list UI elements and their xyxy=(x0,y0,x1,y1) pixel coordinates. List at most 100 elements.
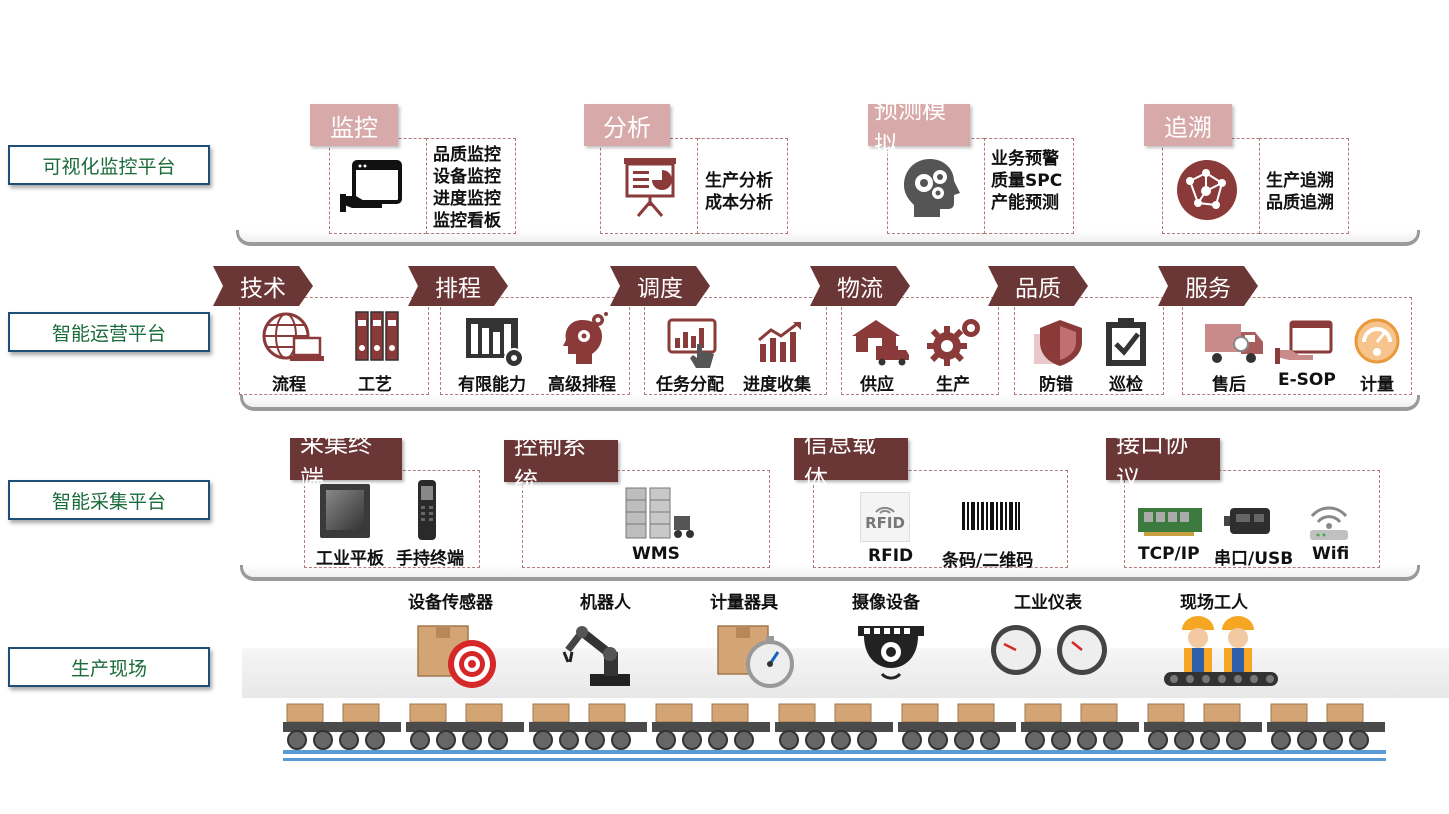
quality-item-inspection: 巡检 xyxy=(1109,375,1143,395)
clipboard-check-icon xyxy=(1104,316,1148,368)
monitor-items: 品质监控 设备监控 进度监控 监控看板 xyxy=(433,144,501,232)
tech-item-process: 流程 xyxy=(272,375,306,395)
trace-items: 生产追溯 品质追溯 xyxy=(1266,170,1334,214)
dome-camera-icon xyxy=(856,624,926,684)
analysis-items: 生产分析 成本分析 xyxy=(705,170,773,214)
tray-visual xyxy=(236,230,1420,246)
brain-gears-icon xyxy=(900,155,966,221)
control-tag: 控制系统 xyxy=(504,432,618,495)
platform-label-field: 生产现场 xyxy=(8,647,210,687)
network-card-icon xyxy=(1136,504,1204,538)
field-item-sensor: 设备传感器 xyxy=(408,593,493,613)
warehouse-racks-icon xyxy=(624,486,698,542)
tech-tag-label: 技术 xyxy=(240,276,286,302)
field-item-camera: 摄像设备 xyxy=(852,593,920,613)
terminal-tag: 采集终端 xyxy=(290,430,402,493)
monitor-item: 进度监控 xyxy=(433,189,501,209)
monitor-item: 品质监控 xyxy=(433,145,501,165)
shield-box-icon xyxy=(1030,318,1086,368)
trace-tag: 追溯 xyxy=(1144,104,1232,146)
terminal-item-handheld: 手持终端 xyxy=(396,549,464,569)
protocol-item-serial: 串口/USB xyxy=(1214,549,1294,569)
control-item-wms: WMS xyxy=(632,544,680,564)
service-item-aftersales: 售后 xyxy=(1212,375,1246,395)
tray-collect xyxy=(240,565,1420,581)
logistics-item-production: 生产 xyxy=(936,375,970,395)
forecast-item: 质量SPC xyxy=(991,171,1063,191)
quality-tag-label: 品质 xyxy=(1015,276,1061,302)
box-stopwatch-icon xyxy=(716,622,796,690)
platform-label-visual: 可视化监控平台 xyxy=(8,145,210,185)
conveyor-belt-graphic xyxy=(282,703,1386,761)
analysis-text-box xyxy=(697,138,788,234)
monitor-tag: 监控 xyxy=(310,104,398,146)
carrier-tag: 信息载体 xyxy=(794,430,908,493)
schedule-tag-label: 排程 xyxy=(435,276,481,302)
protocol-item-wifi: Wifi xyxy=(1312,544,1350,564)
service-tag-label: 服务 xyxy=(1185,276,1231,302)
analysis-item: 成本分析 xyxy=(705,193,773,213)
platform-label-ops: 智能运营平台 xyxy=(8,312,210,352)
carrier-box xyxy=(813,470,1068,568)
robot-arm-icon xyxy=(560,616,644,688)
schedule-item-advanced: 高级排程 xyxy=(548,375,616,395)
logistics-item-supply: 供应 xyxy=(860,375,894,395)
tech-tag: 技术 xyxy=(213,266,313,306)
forecast-item: 产能预测 xyxy=(991,193,1059,213)
handheld-terminal-icon xyxy=(414,478,440,542)
tray-ops xyxy=(240,395,1420,411)
forecast-text-box xyxy=(984,138,1074,234)
dispatch-item-progress: 进度收集 xyxy=(743,375,811,395)
service-truck-icon xyxy=(1203,318,1265,366)
analysis-tag: 分析 xyxy=(584,104,670,146)
dispatch-tag-label: 调度 xyxy=(637,276,683,302)
analysis-item: 生产分析 xyxy=(705,171,773,191)
trace-item: 生产追溯 xyxy=(1266,171,1334,191)
monitor-text-box xyxy=(426,138,516,234)
service-item-esop: E-SOP xyxy=(1278,370,1336,390)
forecast-tag: 预测模拟 xyxy=(868,96,970,159)
gears-icon xyxy=(925,316,985,368)
terminal-item-tablet: 工业平板 xyxy=(316,549,384,569)
tablet-touch-icon xyxy=(667,318,719,368)
dispatch-box xyxy=(644,297,827,395)
barcode-icon xyxy=(962,502,1020,530)
dial-gauges-icon xyxy=(988,624,1112,676)
warehouse-truck-icon xyxy=(850,318,910,366)
globe-computer-icon xyxy=(262,312,324,364)
trace-text-box xyxy=(1259,138,1349,234)
platform-label-collect: 智能采集平台 xyxy=(8,480,210,520)
field-item-robot: 机器人 xyxy=(580,593,631,613)
quality-item-errorproof: 防错 xyxy=(1039,375,1073,395)
trace-item: 品质追溯 xyxy=(1266,193,1334,213)
service-tag: 服务 xyxy=(1158,266,1258,306)
dispatch-item-assign: 任务分配 xyxy=(656,375,724,395)
quality-tag: 品质 xyxy=(988,266,1088,306)
serial-device-icon xyxy=(1224,502,1276,540)
rfid-tag-icon: RFID xyxy=(860,492,910,542)
dispatch-tag: 调度 xyxy=(610,266,710,306)
rfid-tag-text: RFID xyxy=(865,514,905,532)
conveyor-belt xyxy=(282,700,1386,762)
box-target-icon xyxy=(416,620,500,690)
monitor-item: 监控看板 xyxy=(433,211,501,231)
binders-icon xyxy=(355,310,399,362)
monitor-item: 设备监控 xyxy=(433,167,501,187)
screen-hand-icon xyxy=(1275,320,1335,366)
growth-chart-icon xyxy=(757,320,803,364)
protocol-tag: 接口协议 xyxy=(1106,430,1220,493)
presentation-icon xyxy=(622,156,678,218)
forecast-item: 业务预警 xyxy=(991,149,1059,169)
gauge-icon xyxy=(1354,318,1400,364)
capacity-bars-gear-icon xyxy=(464,316,526,368)
field-item-meter: 计量器具 xyxy=(710,593,778,613)
forecast-items: 业务预警 质量SPC 产能预测 xyxy=(991,148,1062,214)
wifi-router-icon xyxy=(1306,502,1352,542)
network-globe-icon xyxy=(1176,159,1238,221)
industrial-tablet-icon xyxy=(318,482,372,540)
monitor-screen-icon xyxy=(340,160,404,216)
workers-icon xyxy=(1164,614,1278,688)
carrier-item-barcode: 条码/二维码 xyxy=(942,551,1034,571)
protocol-item-tcpip: TCP/IP xyxy=(1138,544,1200,564)
tech-item-craft: 工艺 xyxy=(358,375,392,395)
